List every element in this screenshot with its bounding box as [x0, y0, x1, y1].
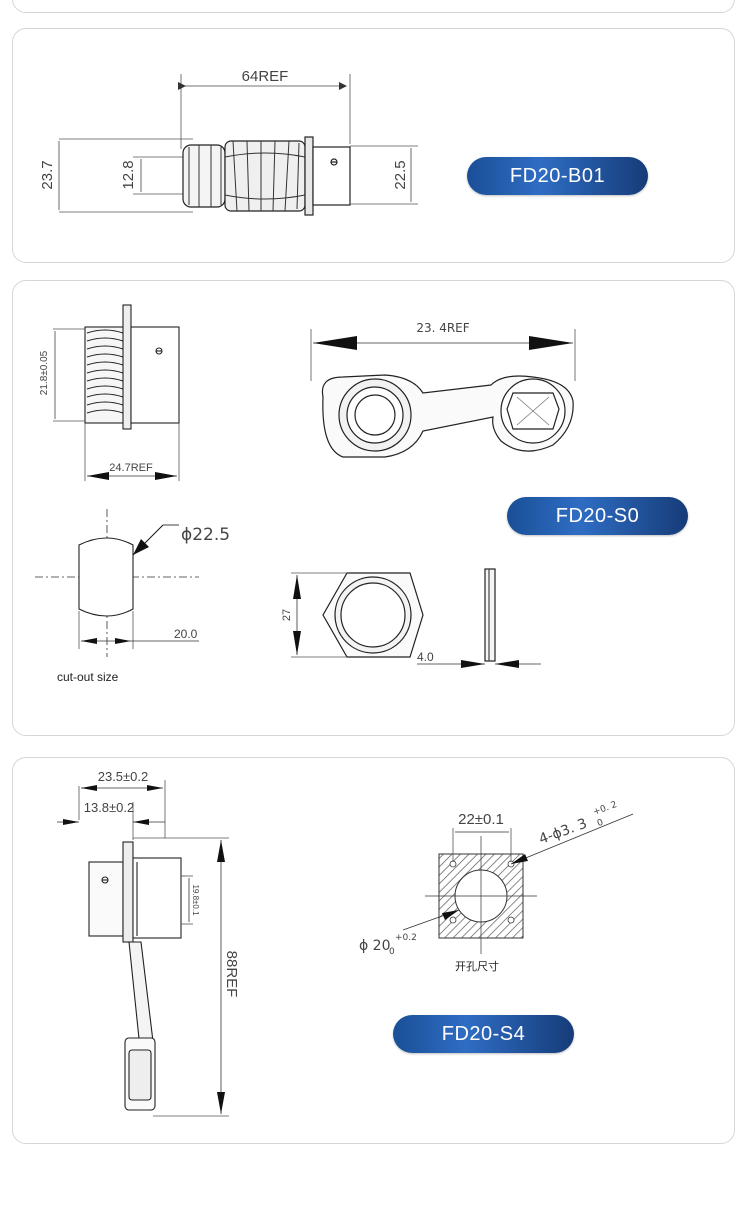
dim-center-hole-tol-upper: +0.2	[395, 933, 417, 943]
panel-cutout-caption: 开孔尺寸	[455, 960, 499, 973]
dim-mount-holes-tol-lower: 0	[596, 818, 605, 829]
dim-nut-height: 27	[281, 609, 293, 621]
model-badge-fd20-b01: FD20-B01	[467, 157, 648, 195]
dim-mount-holes-tol-upper: +0. 2	[592, 800, 619, 818]
dim-width-total: 23.5±0.2	[98, 769, 149, 784]
dim-center-hole-tol-lower: 0	[389, 947, 395, 957]
s0-side-view	[84, 304, 180, 430]
cutout-caption: cut-out size	[57, 670, 119, 684]
card-fd20-b01: 64REF 23.7 12.8 22.5 FD20-B01	[12, 28, 735, 263]
s0-drawing: 21.8±0.05 24.7REF 23. 4REF	[35, 304, 576, 668]
dim-height-right: 22.5	[392, 160, 409, 189]
card-fd20-s4: 23.5±0.2 13.8±0.2 19.8±0.1 88REF	[12, 757, 735, 1144]
dim-center-hole: ϕ 20	[359, 938, 391, 954]
dim-hole-pitch: 22±0.1	[458, 811, 504, 828]
dim-nut-thickness: 4.0	[417, 650, 434, 664]
dim-height-inner: 12.8	[120, 160, 137, 189]
dim-body-dia: 19.8±0.1	[191, 884, 200, 916]
s0-hex-nut-view	[322, 568, 496, 662]
dim-overall-length: 64REF	[242, 68, 289, 85]
dim-thread-dia: 21.8±0.05	[39, 350, 50, 395]
dim-cutout-flat: 20.0	[174, 627, 198, 641]
model-badge-fd20-s4: FD20-S4	[393, 1015, 574, 1053]
s4-side-view	[88, 841, 182, 1111]
dim-overall-length-s4: 88REF	[223, 951, 240, 998]
card-fd20-s0: 21.8±0.05 24.7REF 23. 4REF	[12, 280, 735, 736]
s4-drawing: 23.5±0.2 13.8±0.2 19.8±0.1 88REF	[57, 769, 634, 1117]
dim-cutout-dia: ϕ22.5	[181, 525, 230, 545]
s0-dust-cap-view	[321, 374, 574, 458]
b01-drawing: 64REF 23.7 12.8 22.5	[39, 68, 418, 216]
dim-width-flange: 13.8±0.2	[84, 800, 135, 815]
model-badge-fd20-s0: FD20-S0	[507, 497, 688, 535]
b01-connector-body	[182, 136, 351, 216]
dim-body-length: 24.7REF	[109, 462, 153, 474]
s4-panel-cutout	[425, 836, 537, 954]
s0-cutout-view	[35, 509, 199, 657]
top-partial-card	[12, 0, 735, 13]
dim-cap-length: 23. 4REF	[416, 321, 469, 335]
dim-height-outer: 23.7	[39, 160, 56, 189]
